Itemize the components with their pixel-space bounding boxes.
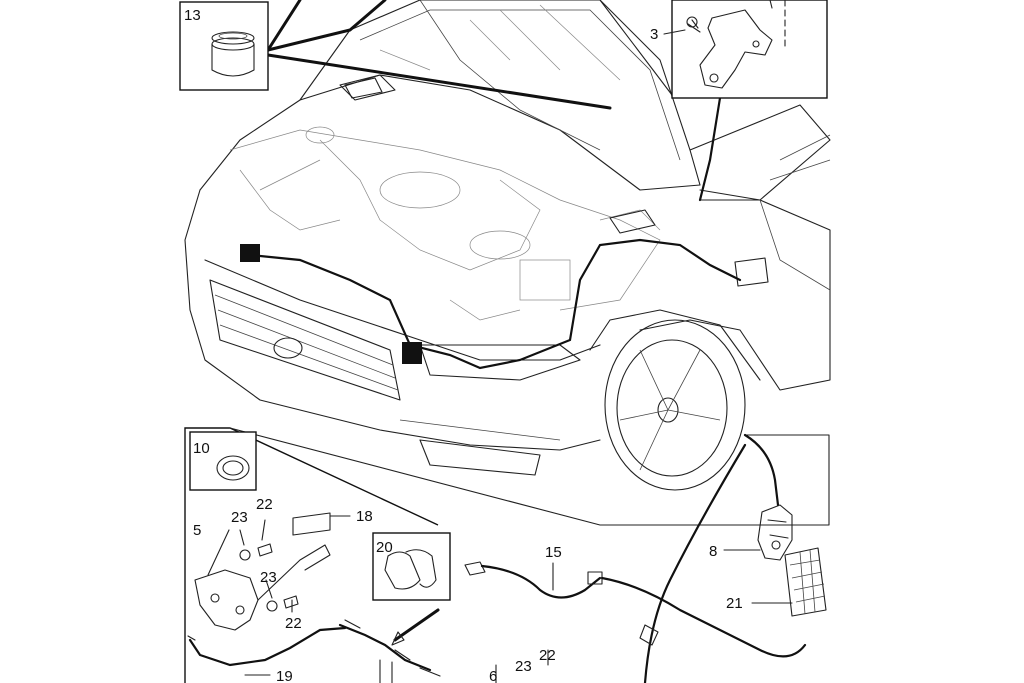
callout-23-c: 23 xyxy=(515,658,532,675)
callout-21: 21 xyxy=(726,595,743,612)
callout-22-c: 22 xyxy=(539,647,556,664)
leader-13-a xyxy=(266,0,302,52)
callout-20: 20 xyxy=(376,539,393,556)
inset-lock-assembly xyxy=(184,427,830,683)
callout-5: 5 xyxy=(193,522,201,539)
callout-22-a: 22 xyxy=(256,496,273,513)
callout-15: 15 xyxy=(545,544,562,561)
cable-to-panel xyxy=(698,96,722,202)
inset-bracket xyxy=(671,0,828,99)
callout-19: 19 xyxy=(276,668,293,683)
callout-23-b: 23 xyxy=(260,569,277,586)
callout-10: 10 xyxy=(193,440,210,457)
leader-13-b xyxy=(266,0,387,52)
callout-23-a: 23 xyxy=(231,509,248,526)
car-illustration xyxy=(184,0,831,491)
leader-13-c xyxy=(266,53,612,110)
callout-22-b: 22 xyxy=(285,615,302,632)
callout-18: 18 xyxy=(356,508,373,525)
release-cable-assembly xyxy=(464,433,827,683)
inset-13 xyxy=(179,1,269,91)
callout-3: 3 xyxy=(650,26,658,43)
leader-3-panel xyxy=(599,0,673,96)
callout-13: 13 xyxy=(184,7,201,24)
callout-8: 8 xyxy=(709,543,717,560)
callout-6: 6 xyxy=(489,668,497,683)
